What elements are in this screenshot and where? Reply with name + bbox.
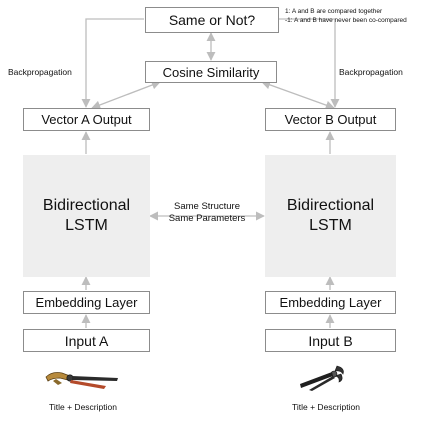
cosine-similarity-label: Cosine Similarity	[162, 64, 260, 80]
label-note-line1: 1: A and B are compared together	[285, 8, 383, 15]
shared-weights-label: Same Structure Same Parameters	[150, 201, 264, 226]
right-caption: Title + Description	[292, 402, 360, 412]
backprop-right-label: Backpropagation	[339, 67, 403, 77]
backprop-right-arrow	[279, 18, 340, 108]
input-a-label: Input A	[64, 332, 109, 349]
input-a-box: Input A	[23, 329, 150, 352]
input-b-box: Input B	[265, 329, 396, 352]
right-bilstm-block: Bidirectional LSTM	[265, 155, 396, 277]
same-or-not-box: Same or Not?	[145, 7, 279, 33]
pliers-icon	[300, 365, 344, 391]
vector-b-output-box: Vector B Output	[265, 108, 396, 131]
label-note: 1: A and B are compared together -1: A a…	[285, 8, 407, 26]
left-bilstm-line2: LSTM	[65, 217, 108, 234]
shared-line1: Same Structure	[174, 201, 240, 212]
left-bilstm-block: Bidirectional LSTM	[23, 155, 150, 277]
left-caption: Title + Description	[49, 402, 117, 412]
pliers-icon	[45, 372, 118, 389]
backprop-left-arrow	[81, 18, 144, 108]
right-embedding-box: Embedding Layer	[265, 291, 396, 314]
vector-b-output-label: Vector B Output	[284, 112, 377, 127]
right-bilstm-line2: LSTM	[309, 217, 352, 234]
right-embedding-label: Embedding Layer	[279, 295, 382, 310]
cosine-similarity-box: Cosine Similarity	[145, 61, 277, 83]
right-bilstm-line1: Bidirectional	[286, 197, 375, 214]
cosine-vector-b-arrow	[261, 80, 335, 110]
left-embedding-label: Embedding Layer	[35, 295, 138, 310]
input-b-label: Input B	[308, 332, 353, 349]
label-note-line2: -1: A and B have never been co-compared	[285, 16, 407, 24]
vector-a-output-box: Vector A Output	[23, 108, 150, 131]
left-bilstm-line1: Bidirectional	[42, 197, 131, 214]
left-embedding-box: Embedding Layer	[23, 291, 150, 314]
cosine-vector-a-arrow	[91, 80, 161, 110]
shared-line2: Same Parameters	[168, 213, 246, 225]
vector-a-output-label: Vector A Output	[41, 112, 132, 127]
same-or-not-label: Same or Not?	[168, 12, 256, 28]
backprop-left-label: Backpropagation	[8, 67, 72, 77]
